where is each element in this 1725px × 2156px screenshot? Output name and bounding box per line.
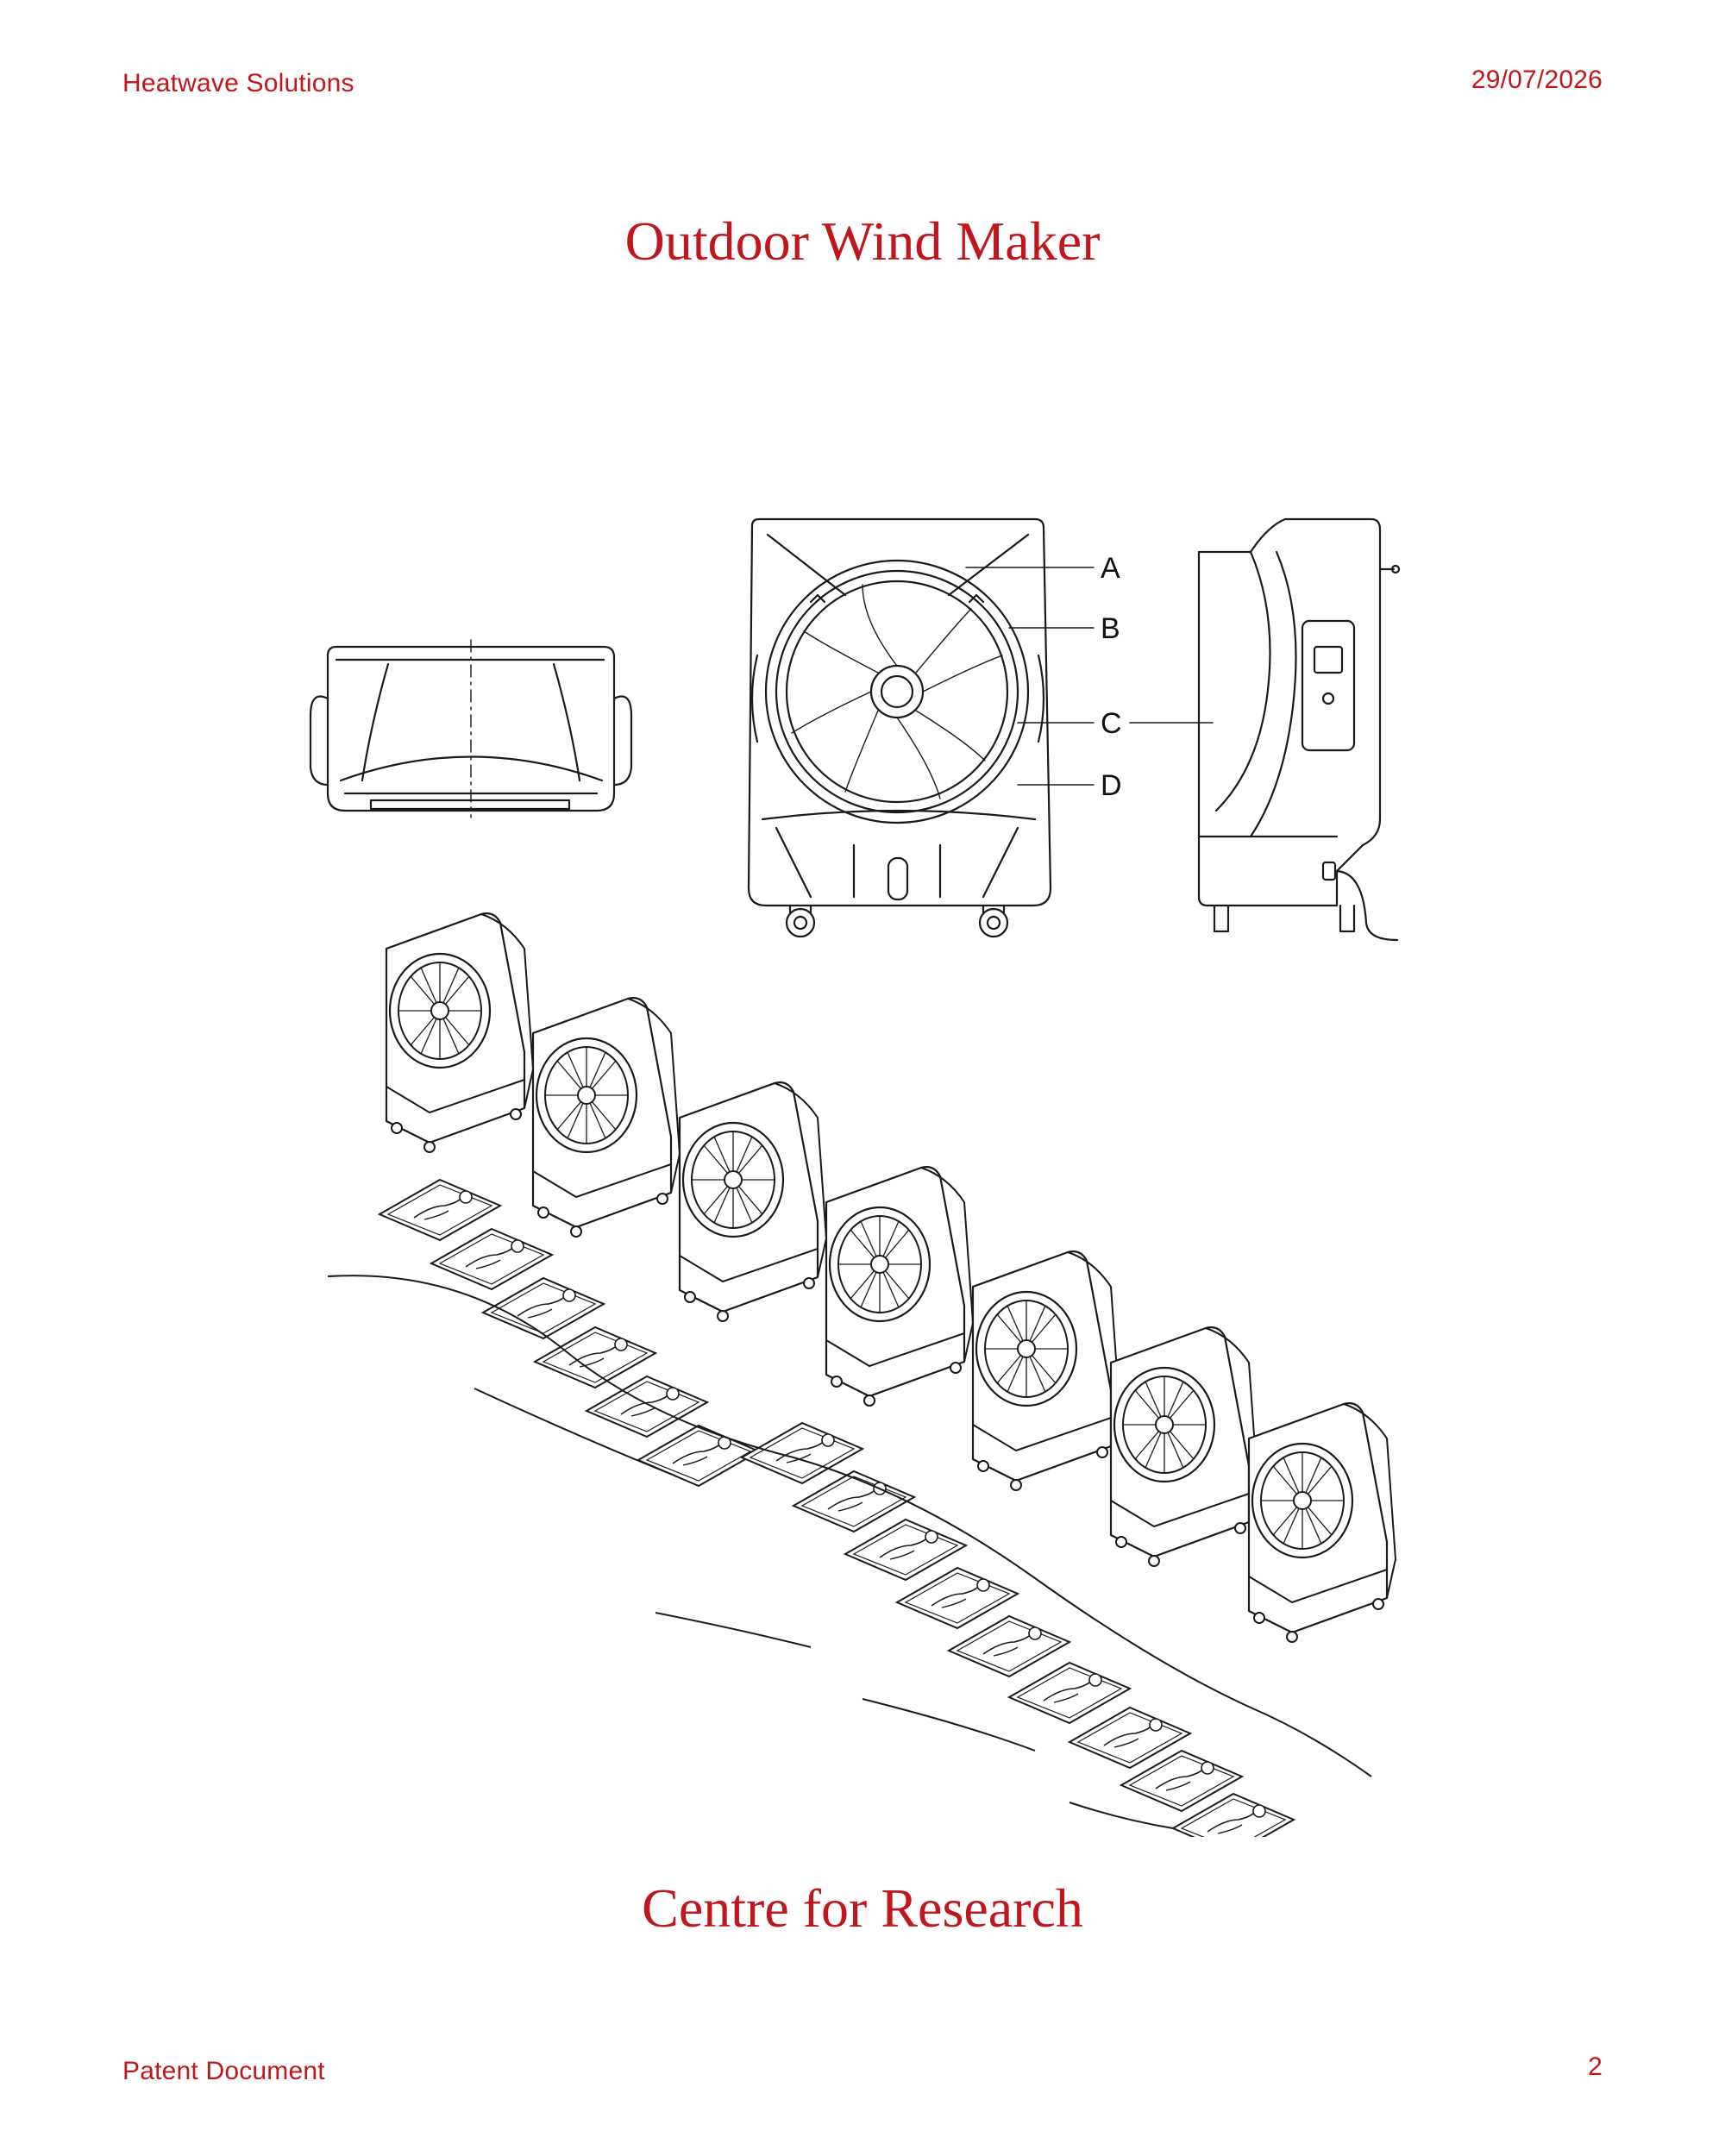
callout-d: D bbox=[1101, 769, 1122, 802]
side-view-drawing bbox=[1197, 517, 1401, 942]
footer-label: Patent Document bbox=[122, 2057, 325, 2085]
callout-b: B bbox=[1101, 612, 1120, 645]
shoreline bbox=[327, 1275, 1372, 1829]
patent-illustration: A B C D bbox=[309, 517, 1401, 1837]
top-view-drawing bbox=[309, 639, 633, 818]
callout-c: C bbox=[1101, 707, 1122, 740]
front-view-drawing bbox=[747, 517, 1052, 938]
document-title: Outdoor Wind Maker bbox=[624, 210, 1101, 272]
header-date: 29/07/2026 bbox=[1471, 66, 1603, 94]
document-subtitle: Centre for Research bbox=[642, 1877, 1083, 1939]
page-number: 2 bbox=[1588, 2053, 1603, 2081]
callout-a: A bbox=[1101, 552, 1120, 585]
header-company: Heatwave Solutions bbox=[122, 69, 354, 97]
